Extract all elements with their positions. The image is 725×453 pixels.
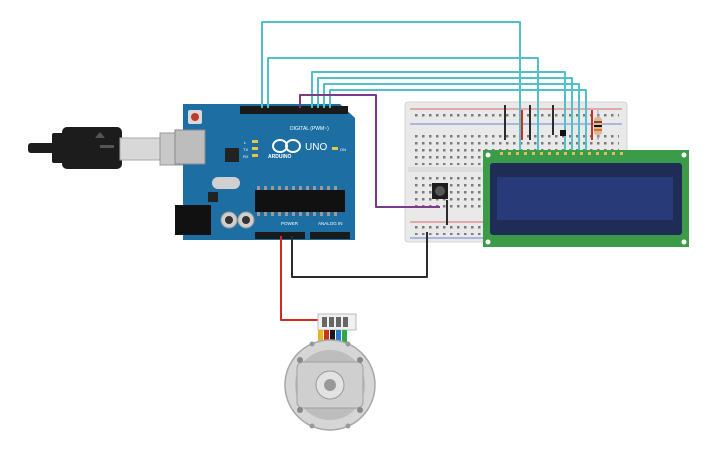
small-component <box>560 130 566 136</box>
arduino-logo-icon <box>272 139 301 153</box>
led-l-label: L <box>244 140 247 145</box>
wires <box>261 21 593 321</box>
wire-cyan-2 <box>267 57 539 150</box>
analog-label: ANALOG IN <box>318 221 343 226</box>
arduino-logo-text: ARDUINO <box>268 154 291 160</box>
wire-cyan-6 <box>329 89 587 152</box>
usb-cable-icon <box>28 127 189 169</box>
power-label: POWER <box>281 221 299 226</box>
led-rx-label: RX <box>243 154 249 159</box>
resistor <box>594 110 602 140</box>
lcd-screen <box>497 177 673 220</box>
lcd-16x2 <box>483 150 689 247</box>
digital-header <box>240 106 348 114</box>
digital-label: DIGITAL (PWM~) <box>290 126 329 132</box>
wire-cyan-1 <box>261 21 521 150</box>
analog-header <box>310 232 350 239</box>
servo-motor <box>284 313 376 431</box>
uno-label: UNO <box>305 142 327 153</box>
wire-red-servo <box>280 236 322 321</box>
led-on-label: ON <box>340 147 346 152</box>
pushbutton[interactable] <box>432 183 448 199</box>
arduino-uno-board: DIGITAL (PWM~) ARDUINO UNO POWER ANALOG … <box>174 104 355 240</box>
led-tx-label: TX <box>243 147 248 152</box>
wire-cyan-4 <box>317 77 573 152</box>
wire-black-ground <box>291 232 428 278</box>
wire-purple <box>299 94 440 208</box>
wire-cyan-3 <box>311 71 566 152</box>
reset-button[interactable] <box>191 113 199 121</box>
power-header <box>255 232 305 239</box>
